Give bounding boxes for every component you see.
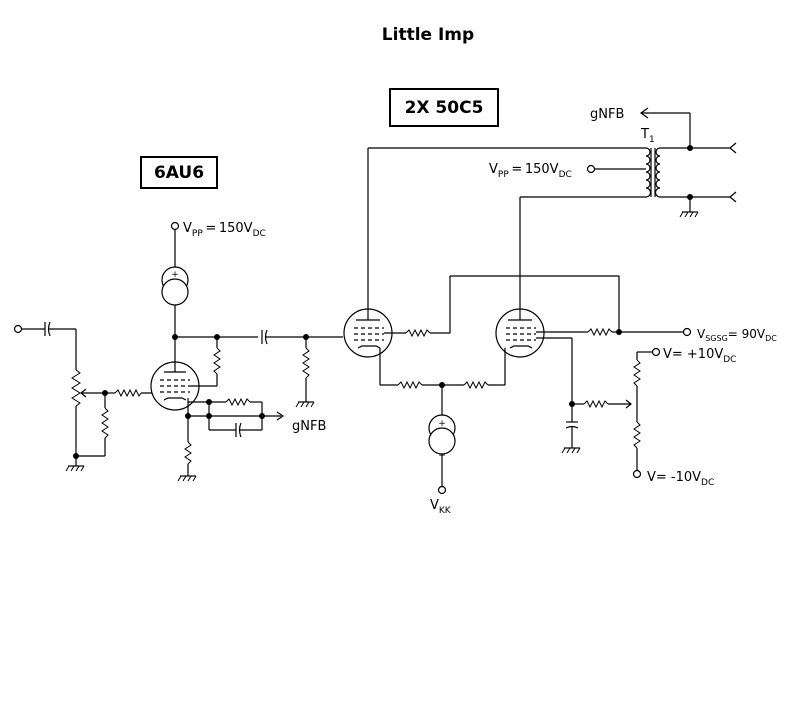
driver-tube-text: 6AU6: [154, 163, 204, 183]
output-tube-right: [495, 197, 545, 358]
bias-network: [536, 337, 632, 454]
volume-potentiometer: [71, 369, 105, 456]
tail-current-source: + −: [428, 414, 456, 495]
diagram-title: Little Imp: [382, 25, 474, 45]
vpp-driver-label: VPP = 150VDC: [183, 221, 266, 239]
vsgsg-label: VSGSG= 90VDC: [697, 327, 777, 343]
driver-current-source: +: [161, 221, 189, 337]
grid-leak-resistor: [65, 393, 109, 472]
output-tube-left: [343, 148, 393, 358]
vplus-label: V= +10VDC: [663, 347, 736, 365]
coupling-capacitor: [261, 329, 343, 408]
gnfb-input-label: gNFB: [292, 419, 326, 434]
screen-grid-network: [384, 275, 692, 338]
cathode-balance-network: [379, 348, 506, 420]
vminus-label: V= -10VDC: [647, 470, 714, 488]
input-jack: [13, 321, 77, 370]
driver-cs-plus: +: [171, 270, 179, 280]
bias-potentiometer: [632, 347, 661, 479]
output-transformer: [368, 107, 737, 218]
vpp-output-label: VPP = 150VDC: [489, 162, 572, 180]
vkk-label: VKK: [430, 498, 452, 516]
gnfb-output-label: gNFB: [590, 107, 624, 122]
output-tube-text: 2X 50C5: [405, 98, 484, 118]
driver-tube-label: 6AU6: [140, 156, 218, 189]
driver-tube-6au6: [150, 337, 200, 411]
output-tube-label: 2X 50C5: [389, 88, 499, 127]
transformer-label: T1: [640, 127, 655, 145]
tail-cs-plus: +: [438, 419, 446, 429]
driver-cathode-network: [177, 397, 285, 482]
junction-dots: [73, 145, 693, 459]
